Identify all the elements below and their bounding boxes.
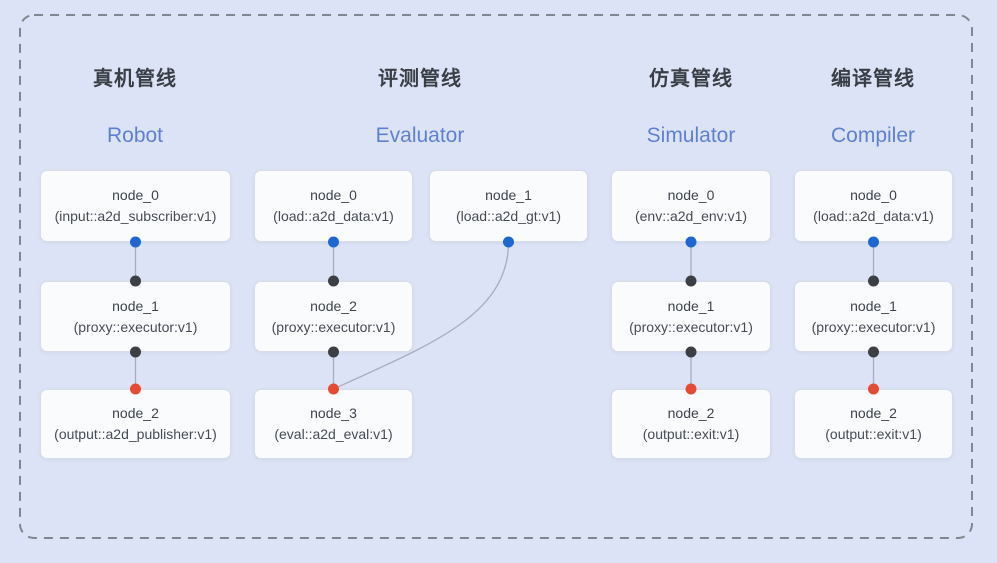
node-type: (eval::a2d_eval:v1) xyxy=(274,426,393,442)
node-box-simulator-node-0: node_0 (env::a2d_env:v1) xyxy=(611,170,771,242)
node-title: node_0 xyxy=(310,187,357,203)
node-type: (output::exit:v1) xyxy=(825,426,922,442)
evaluator-title-en: Evaluator xyxy=(375,124,465,147)
node-type: (env::a2d_env:v1) xyxy=(634,208,748,224)
node-box-evaluator-node-3: node_3 (eval::a2d_eval:v1) xyxy=(254,389,413,459)
node-type: (proxy::executor:v1) xyxy=(271,318,396,335)
node-title: node_0 xyxy=(667,187,715,203)
node-box-robot-node-0: node_0 (input::a2d_subscriber:v1) xyxy=(40,170,231,242)
node-title: node_2 xyxy=(667,405,715,421)
node-box-evaluator-node-1: node_1 (load::a2d_gt:v1) xyxy=(429,170,588,242)
node-box-compiler-node-2: node_2 (output::exit:v1) xyxy=(794,389,953,459)
node-box-simulator-node-2: node_2 (output::exit:v1) xyxy=(611,389,771,459)
node-type: (output::exit:v1) xyxy=(642,426,740,442)
node-type: (load::a2d_data:v1) xyxy=(273,208,394,224)
node-box-simulator-node-1: node_1 (proxy::executor:v1) xyxy=(611,281,771,352)
node-title: node_1 xyxy=(850,297,897,314)
node-type: (input::a2d_subscriber:v1) xyxy=(54,208,217,224)
node-title: node_3 xyxy=(310,405,357,421)
node-box-robot-node-1: node_1 (proxy::executor:v1) xyxy=(40,281,231,352)
node-title: node_1 xyxy=(667,297,715,314)
node-box-evaluator-node-0: node_0 (load::a2d_data:v1) xyxy=(254,170,413,242)
node-title: node_0 xyxy=(850,187,897,203)
node-title: node_2 xyxy=(850,405,897,421)
node-type: (proxy::executor:v1) xyxy=(811,318,936,335)
node-title: node_2 xyxy=(112,405,159,421)
simulator-title-zh: 仿真管线 xyxy=(649,68,733,90)
node-box-compiler-node-0: node_0 (load::a2d_data:v1) xyxy=(794,170,953,242)
node-title: node_1 xyxy=(485,187,532,203)
node-type: (load::a2d_data:v1) xyxy=(813,208,934,224)
node-title: node_2 xyxy=(310,297,357,314)
node-type: (proxy::executor:v1) xyxy=(629,318,753,335)
evaluator-title-zh: 评测管线 xyxy=(378,68,462,90)
node-type: (load::a2d_gt:v1) xyxy=(455,208,562,224)
robot-title-zh: 真机管线 xyxy=(93,68,177,90)
compiler-title-en: Compiler xyxy=(830,124,916,147)
node-type: (output::a2d_publisher:v1) xyxy=(54,426,217,442)
node-title: node_0 xyxy=(112,187,159,203)
dashed-group-border xyxy=(19,14,973,539)
edge-connector xyxy=(333,241,510,390)
node-box-robot-node-2: node_2 (output::a2d_publisher:v1) xyxy=(40,389,231,459)
node-box-evaluator-node-2: node_2 (proxy::executor:v1) xyxy=(254,281,413,352)
node-box-compiler-node-1: node_1 (proxy::executor:v1) xyxy=(794,281,953,352)
node-type: (proxy::executor:v1) xyxy=(73,318,198,335)
simulator-title-en: Simulator xyxy=(646,124,736,147)
node-title: node_1 xyxy=(112,297,159,314)
compiler-title-zh: 编译管线 xyxy=(831,68,915,90)
robot-title-en: Robot xyxy=(106,124,164,147)
